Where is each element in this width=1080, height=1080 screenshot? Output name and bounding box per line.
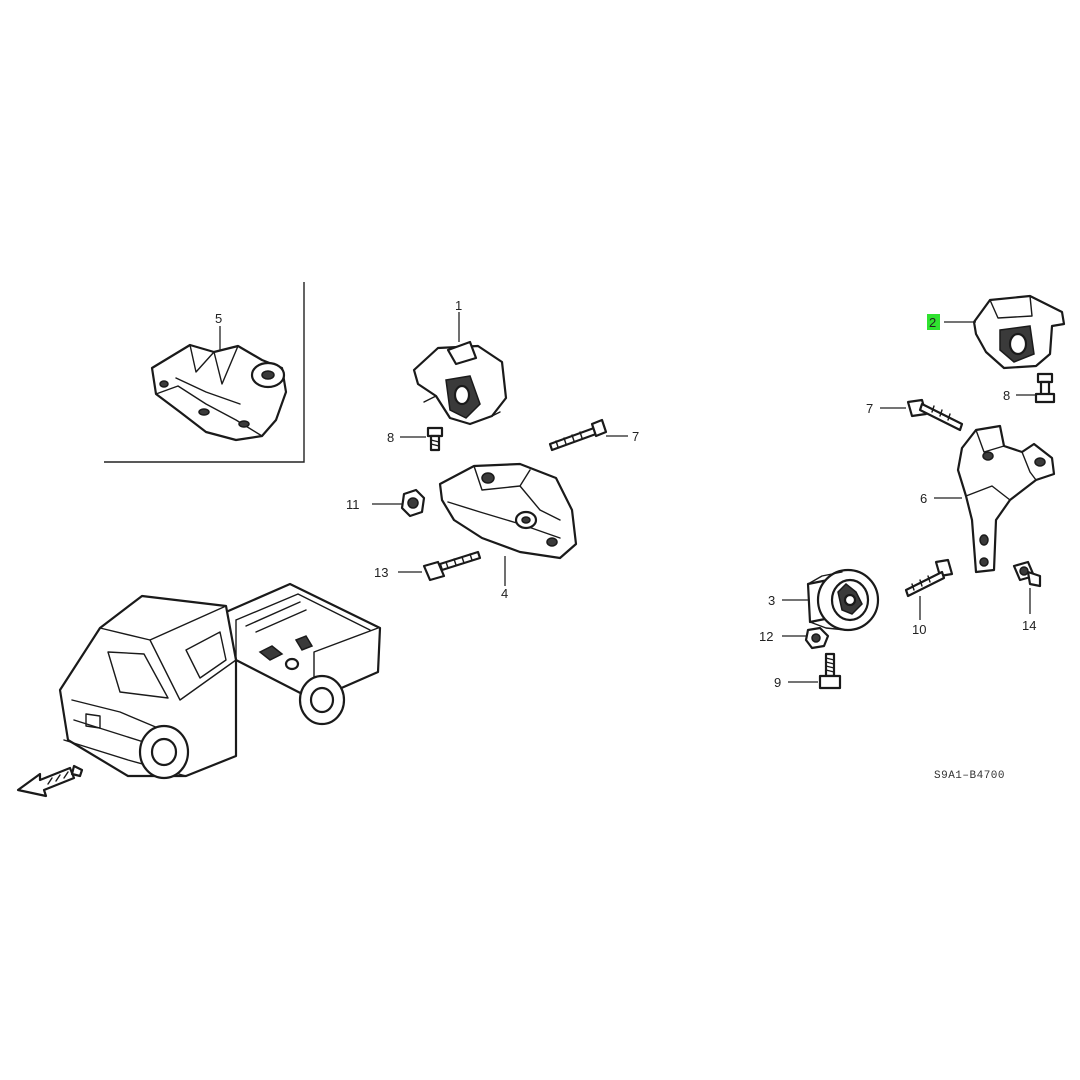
callout-7b: 7 [866, 401, 873, 416]
diagram-code: S9A1–B4700 [934, 770, 1005, 782]
nut-11[interactable] [400, 488, 426, 518]
callout-5: 5 [215, 311, 222, 326]
callout-4: 4 [501, 586, 508, 601]
part-1-mount[interactable] [412, 340, 508, 426]
callout-9: 9 [774, 675, 781, 690]
inset-box [104, 282, 305, 463]
bolt-7-left[interactable] [548, 418, 608, 452]
part-4-bracket[interactable] [438, 462, 578, 560]
part-5-bracket[interactable] [150, 343, 288, 442]
callout-2-highlight [927, 314, 940, 330]
callout-12: 12 [759, 629, 773, 644]
bolt-7-right[interactable] [906, 398, 964, 432]
bolt-8-right[interactable] [1034, 372, 1056, 404]
bolt-10[interactable] [904, 558, 954, 598]
part-3-bushing[interactable] [806, 568, 880, 632]
callout-10: 10 [912, 622, 926, 637]
callout-8a: 8 [387, 430, 394, 445]
callout-7a: 7 [632, 429, 639, 444]
bolt-9[interactable] [818, 652, 842, 690]
part-6-bracket[interactable] [956, 424, 1056, 574]
bolt-13[interactable] [422, 550, 482, 582]
callout-14: 14 [1022, 618, 1036, 633]
nut-12[interactable] [804, 626, 830, 650]
bolt-14[interactable] [1012, 560, 1042, 588]
callout-13: 13 [374, 565, 388, 580]
callout-1: 1 [455, 298, 462, 313]
callout-3: 3 [768, 593, 775, 608]
part-2-mount[interactable] [972, 294, 1066, 370]
callout-8b: 8 [1003, 388, 1010, 403]
front-arrow-icon [16, 764, 84, 798]
truck-icon [58, 582, 382, 780]
bolt-8-left[interactable] [426, 426, 444, 452]
callout-11: 11 [346, 497, 360, 512]
callout-2: 2 [929, 315, 936, 330]
callout-6: 6 [920, 491, 927, 506]
